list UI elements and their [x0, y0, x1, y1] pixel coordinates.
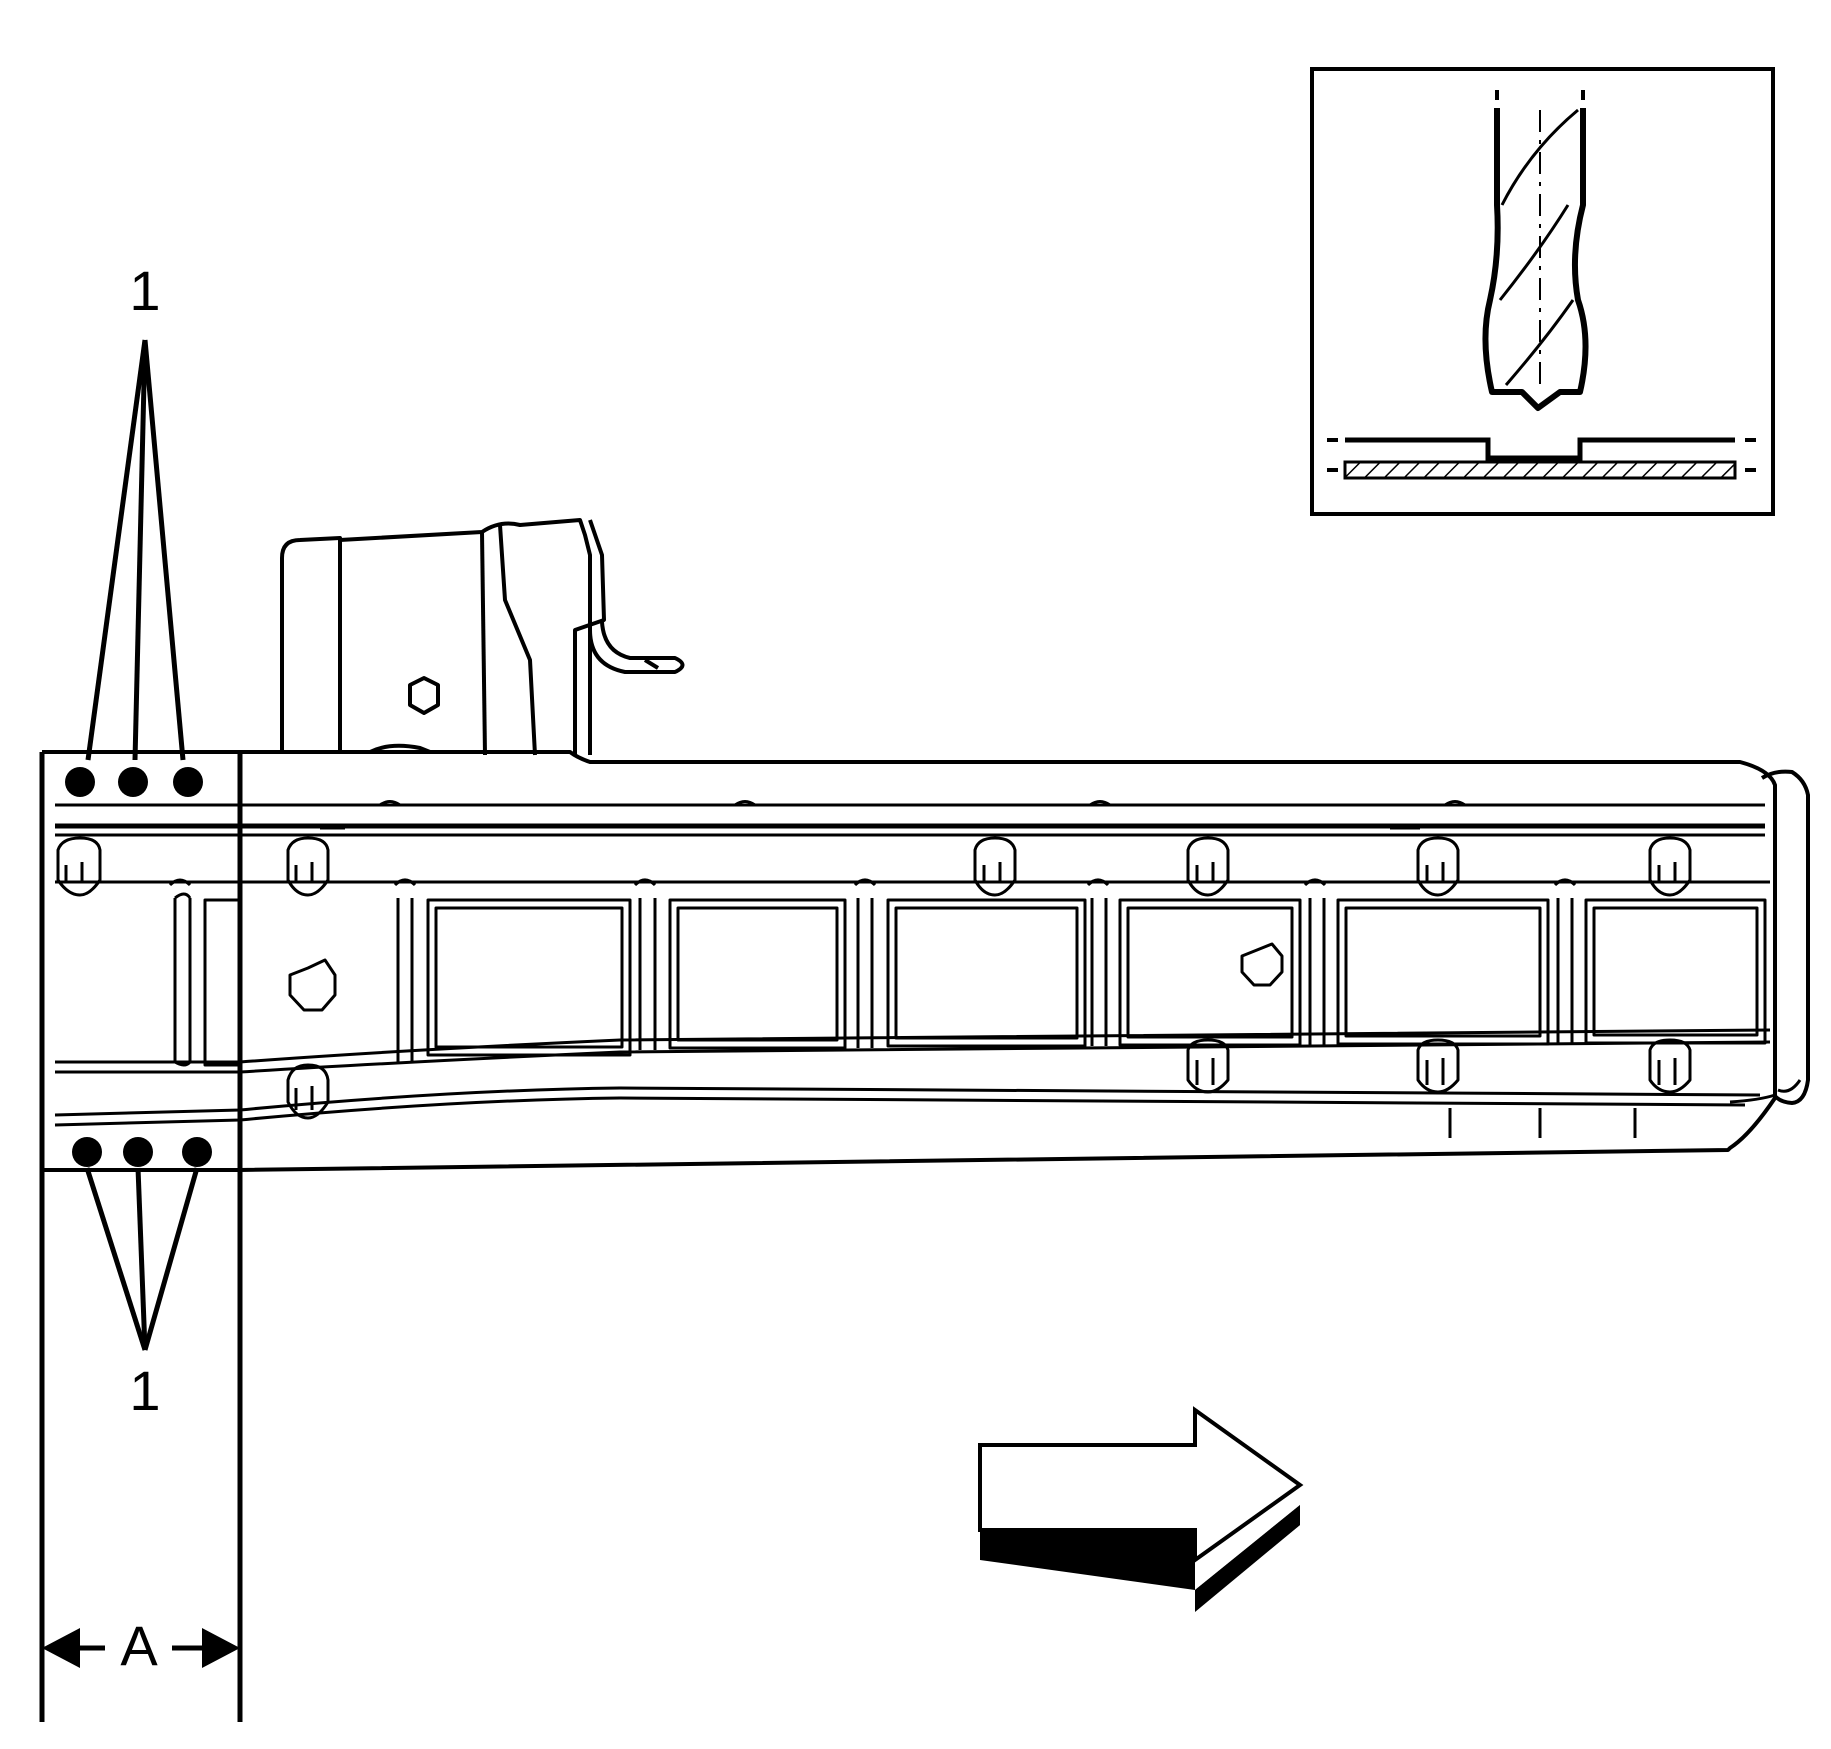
weld-point — [65, 767, 95, 797]
drill-inset — [1310, 67, 1775, 516]
weld-point — [123, 1137, 153, 1167]
weld-point — [182, 1137, 212, 1167]
weld-callout-top: 1 — [65, 259, 203, 797]
weld-point — [173, 767, 203, 797]
weld-point — [118, 767, 148, 797]
forward-arrow-icon — [978, 1406, 1304, 1612]
callout-label-bottom: 1 — [129, 1359, 160, 1422]
callout-label-top: 1 — [129, 259, 160, 322]
panel-section — [1327, 437, 1756, 480]
dimension-zone: A — [39, 752, 243, 1722]
dimension-label-a: A — [120, 1614, 158, 1677]
weld-point — [72, 1137, 102, 1167]
upper-bracket — [280, 518, 685, 756]
frame-rail — [42, 750, 1810, 1172]
drill-bit-icon — [1482, 90, 1589, 411]
weld-callout-bottom: 1 — [72, 1137, 212, 1422]
dimension-arrow — [42, 1628, 240, 1668]
